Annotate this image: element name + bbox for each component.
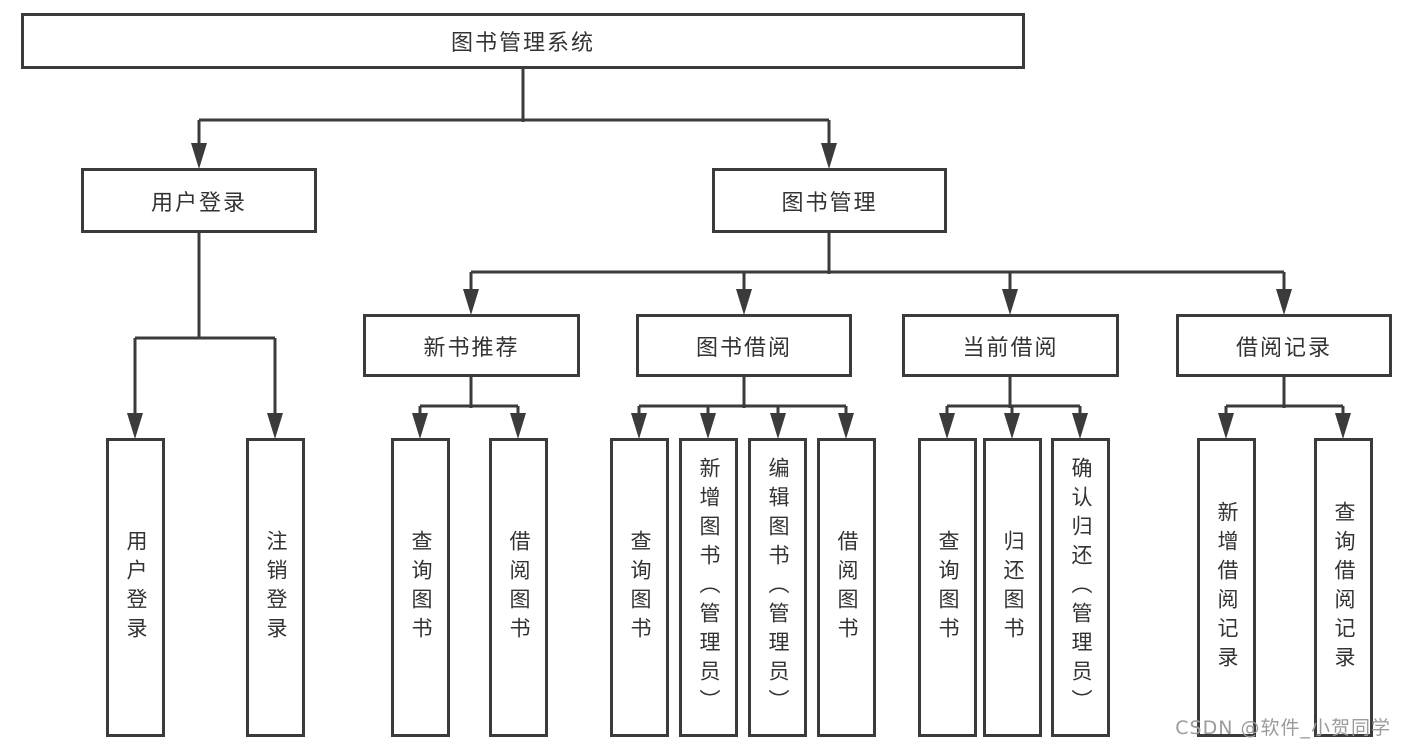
node-user-login: 用户登录 xyxy=(81,168,317,233)
leaf-borrow-books-recommend: 借阅图书 xyxy=(489,438,548,737)
node-root-system: 图书管理系统 xyxy=(21,13,1025,69)
leaf-query-books-borrow: 查询图书 xyxy=(610,438,669,737)
csdn-watermark: CSDN @软件_小贺同学 xyxy=(1175,717,1391,739)
node-book-management: 图书管理 xyxy=(712,168,947,233)
leaf-query-books-current: 查询图书 xyxy=(918,438,977,737)
leaf-query-borrow-record: 查询借阅记录 xyxy=(1314,438,1373,737)
leaf-add-books-admin: 新增图书（管理员） xyxy=(679,438,738,737)
leaf-logout: 注销登录 xyxy=(246,438,305,737)
leaf-confirm-return-admin: 确认归还（管理员） xyxy=(1051,438,1110,737)
leaf-edit-books-admin: 编辑图书（管理员） xyxy=(748,438,807,737)
leaf-borrow-books: 借阅图书 xyxy=(817,438,876,737)
leaf-return-books: 归还图书 xyxy=(983,438,1042,737)
node-borrow-records: 借阅记录 xyxy=(1176,314,1392,377)
node-new-book-recommend: 新书推荐 xyxy=(363,314,580,377)
leaf-add-borrow-record: 新增借阅记录 xyxy=(1197,438,1256,737)
leaf-query-books-recommend: 查询图书 xyxy=(391,438,450,737)
node-book-borrow: 图书借阅 xyxy=(636,314,852,377)
leaf-user-login: 用户登录 xyxy=(106,438,165,737)
node-current-borrow: 当前借阅 xyxy=(902,314,1119,377)
